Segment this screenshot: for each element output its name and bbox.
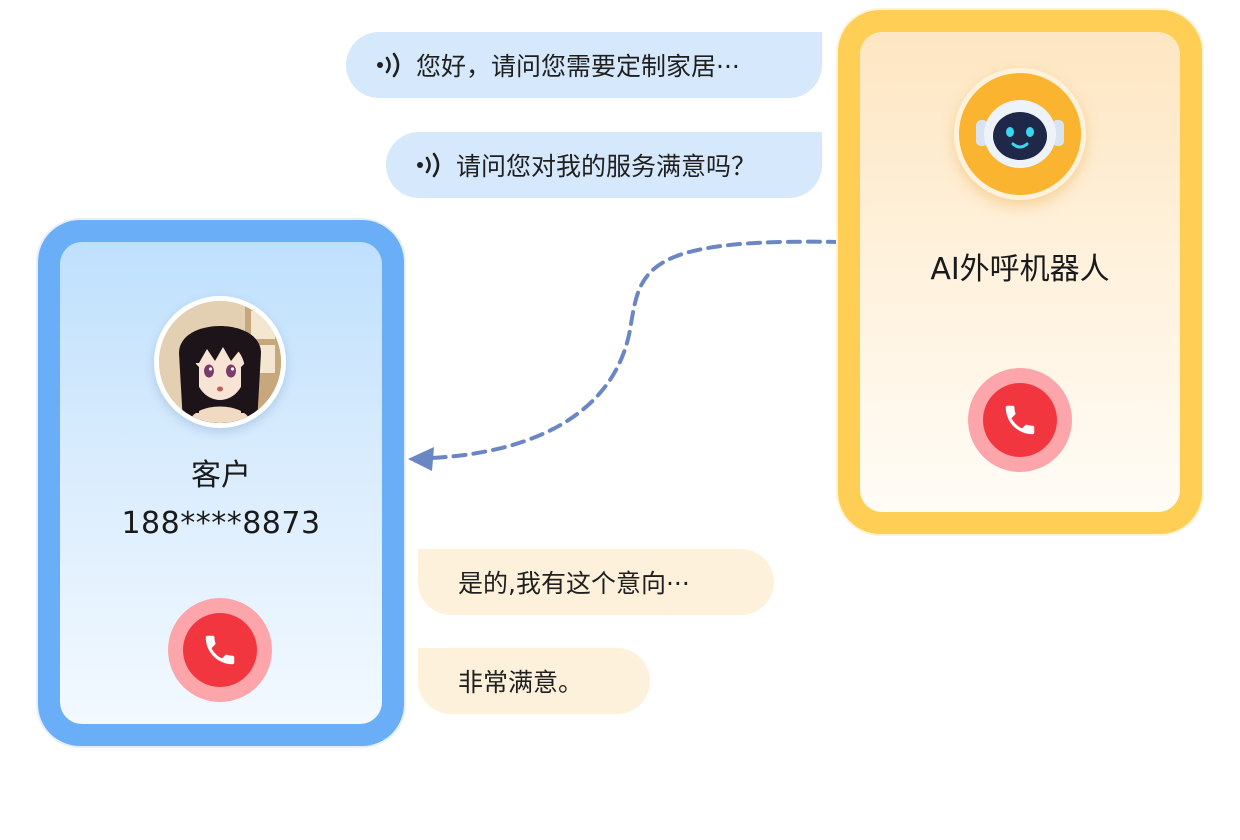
ai-message-bubble: 请问您对我的服务满意吗？ [386, 132, 822, 198]
customer-card: 客户 188****8873 [38, 220, 404, 746]
voice-wave-icon [416, 152, 444, 178]
connector-arrow-head [408, 447, 434, 471]
customer-hangup-button[interactable] [168, 598, 272, 702]
phone-hangup-icon [1005, 405, 1035, 435]
customer-reply-bubble: 非常满意。 [418, 648, 650, 714]
phone-hangup-icon [205, 635, 235, 665]
customer-reply-bubble: 是的,我有这个意向··· [418, 549, 774, 615]
connector-dashed-line [430, 239, 842, 460]
robot-avatar [954, 68, 1086, 200]
robot-hangup-button[interactable] [968, 368, 1072, 472]
robot-label: AI外呼机器人 [930, 252, 1110, 287]
ai-message-text: 请问您对我的服务满意吗？ [456, 152, 757, 181]
robot-card-body: AI外呼机器人 [860, 32, 1180, 512]
robot-card: AI外呼机器人 [838, 10, 1202, 534]
customer-avatar [154, 296, 286, 428]
robot-face-icon [976, 100, 1064, 168]
voice-wave-icon [376, 52, 404, 78]
customer-phone-number: 188****8873 [121, 506, 321, 541]
customer-label: 客户 [191, 458, 251, 493]
ai-message-text: 您好，请问您需要定制家居··· [416, 52, 740, 81]
robot-hangup-core [983, 383, 1057, 457]
customer-reply-text: 是的,我有这个意向··· [458, 569, 690, 598]
customer-hangup-core [183, 613, 257, 687]
customer-reply-text: 非常满意。 [458, 668, 584, 697]
customer-card-body: 客户 188****8873 [60, 242, 382, 724]
customer-avatar-illustration [159, 301, 281, 423]
ai-message-bubble: 您好，请问您需要定制家居··· [346, 32, 822, 98]
